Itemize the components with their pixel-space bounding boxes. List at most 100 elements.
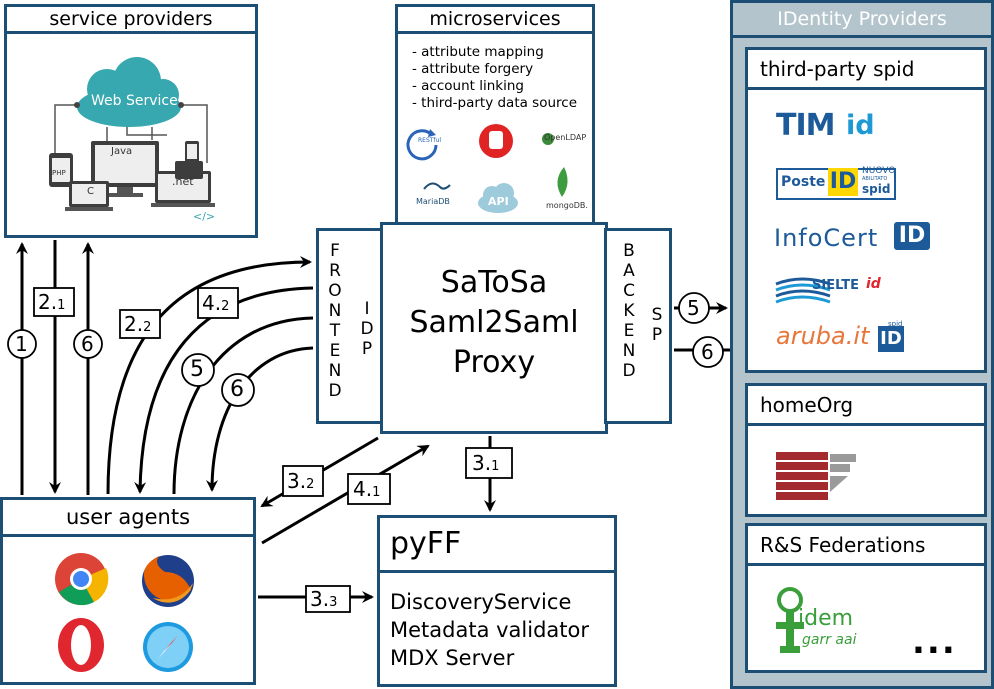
frontend-letter: D [328,381,342,401]
opera-icon [58,618,104,672]
frontend-idp-letter: D [360,319,374,339]
step-num: 3. [472,451,492,475]
pyff-list: DiscoveryService Metadata validator MDX … [390,588,589,672]
database-icon [479,124,513,158]
step-6-mid-label: 6 [230,377,244,402]
step-sub: 3 [329,595,338,610]
proxy-line: SaToSa [440,265,548,300]
service-providers-box: service providers [4,4,258,238]
step-num: 4. [353,477,373,501]
mongodb-leaf-icon [557,167,568,197]
step-sub: 1 [57,298,66,313]
frontend-idp-box: F R O N T E N D I D P [316,228,384,424]
step-1-label: 1 [15,332,28,356]
idem-figure-icon [776,587,804,653]
third-party-spid-box: third-party spid TIM id Poste ID NUOVO A… [745,47,987,373]
step-6-right-label: 6 [701,340,714,364]
step-2-2-label: 2.2 [124,312,151,336]
step-6-left-label: 6 [81,332,94,356]
frontend-letter: O [328,281,342,301]
microservices-list: - attribute mapping - attribute forgery … [412,44,577,112]
step-num: 3. [287,469,307,493]
backend-letter: E [623,321,635,341]
frontend-idp-letter: I [364,299,370,319]
step-4-1-label: 4.1 [353,477,380,501]
home-org-title: homeOrg [748,386,984,426]
frontend-word: F R O N T E N D [325,241,345,401]
sielte-waves-icon [775,277,831,304]
pyff-item: Metadata validator [390,618,589,642]
frontend-letter: R [329,261,341,281]
step-3-1-label: 3.1 [472,451,499,475]
proxy-title: SaToSa Saml2Saml Proxy [383,263,605,383]
step-3-3-label: 3.3 [310,587,337,611]
step-5-right-label: 5 [687,296,700,320]
step-sub: 2 [306,477,315,492]
step-3-2-label: 3.2 [287,469,314,493]
frontend-letter: N [328,361,342,381]
firefox-icon [142,555,194,607]
pyff-item: DiscoveryService [390,590,572,614]
home-org-box: homeOrg [745,383,987,517]
backend-sp-letter: P [651,325,663,345]
api-label: API [488,195,509,208]
step-num: 2. [38,290,58,314]
proxy-line: Proxy [452,345,536,380]
rs-federations-box: R&S Federations idem garr aai ... [745,523,987,673]
step-sub: 1 [372,485,381,500]
chrome-icon [55,553,109,606]
ellipsis-text: ... [912,622,957,662]
identity-providers-title: IDentity Providers [777,8,947,30]
restful-logo [406,129,438,161]
cloud-icon [77,57,181,127]
api-cloud-icon [478,183,518,213]
satosa-proxy-box: SaToSa Saml2Saml Proxy [380,222,608,434]
arrow-step-5-left [172,316,314,495]
restful-label: RESTful [418,137,442,144]
backend-letter: A [623,261,635,281]
user-agents-box: user agents [0,497,256,685]
pyff-box: pyFF DiscoveryService Metadata validator… [377,515,617,687]
frontend-letter: F [330,241,340,261]
php-label: PHP [52,169,66,177]
tim-logo: TIM [776,108,835,143]
step-4-2-label: 4.2 [202,291,229,315]
mongodb-label: mongoDB. [546,201,588,210]
step-sub: 2 [143,320,152,335]
garr-text: garr aai [802,632,857,648]
identity-providers-panel: IDentity Providers third-party spid TIM … [730,0,994,689]
aruba-id-badge: ID [878,326,904,352]
user-agents-title: user agents [3,500,253,537]
poste-id-text: ID [828,168,858,196]
backend-letter: D [622,361,636,381]
infocert-id-badge: ID [894,222,930,250]
nuovo-text: NUOVO [862,166,896,176]
web-service-illustration [49,57,215,211]
microservice-item: - attribute mapping [412,44,544,60]
sielte-id-text: id [866,276,881,292]
frontend-letter: E [329,341,341,361]
microservices-logos [406,124,568,213]
frontend-idp-word: I D P [357,299,377,359]
step-2-1-label: 2.1 [38,290,65,314]
tim-id-text: id [846,110,875,141]
spid-text: spid [862,182,891,196]
code-tag-icon: </> [193,210,216,223]
pyff-item: MDX Server [390,646,515,670]
microservices-box: microservices - attribute mapping - attr… [395,4,595,226]
openldap-logo [542,133,554,145]
rs-federations-title: R&S Federations [748,526,984,566]
aruba-logo: aruba.it [776,322,870,350]
idem-text: idem [798,606,854,631]
mariadb-logo [423,182,451,190]
backend-letter: K [623,301,635,321]
step-sub: 2 [221,299,230,314]
infocert-logo: InfoCert [774,224,879,252]
java-label: Java [111,146,133,157]
frontend-letter: N [328,301,342,321]
backend-letter: B [623,241,635,261]
third-party-spid-title: third-party spid [748,50,984,90]
proxy-line: Saml2Saml [409,305,579,340]
aruba-spid-text: spid [888,320,903,328]
microservice-item: - attribute forgery [412,61,534,77]
